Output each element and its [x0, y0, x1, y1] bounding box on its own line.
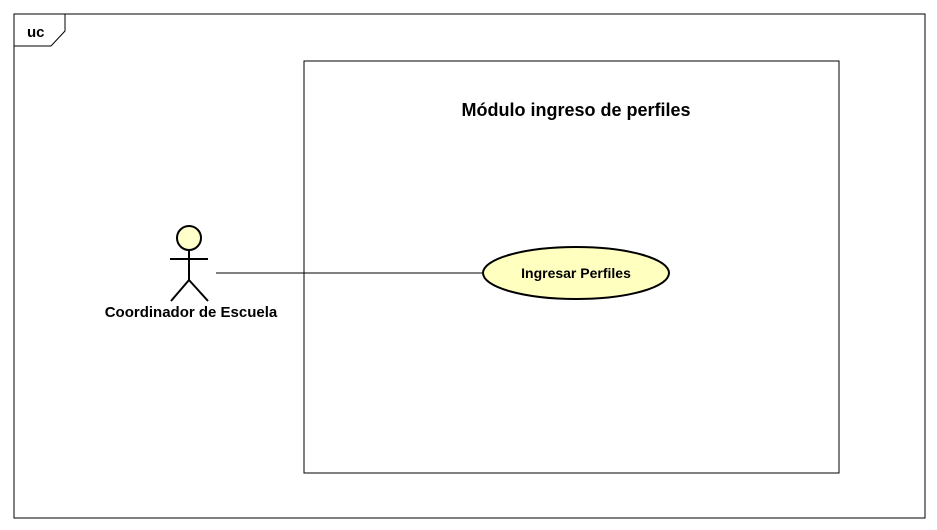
system-title: Módulo ingreso de perfiles	[461, 100, 690, 120]
use-case-label: Ingresar Perfiles	[521, 265, 631, 281]
actor-figure	[170, 225, 209, 302]
frame-tag-label: uc	[27, 24, 45, 41]
actor-label: Coordinador de Escuela	[105, 304, 278, 321]
actor-left-leg	[170, 279, 190, 302]
actor-right-leg	[188, 279, 209, 302]
frame-tag-box	[13, 13, 66, 47]
actor-head	[176, 225, 202, 251]
use-case-ellipse	[482, 246, 670, 300]
